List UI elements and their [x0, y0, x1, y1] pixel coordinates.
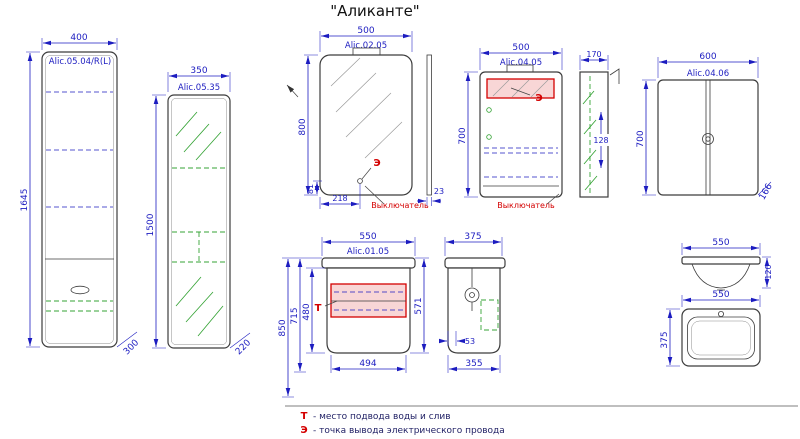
dim-depth: 170: [586, 50, 601, 59]
dim-height: 1500: [146, 213, 156, 236]
dim-height: 1645: [20, 189, 30, 212]
dim-depth: 23: [434, 187, 444, 196]
legend-t-symbol: Т: [301, 411, 308, 422]
dim-depth: 375: [660, 331, 670, 348]
switch-label: Выключатель: [497, 201, 555, 210]
cabinet-outline: [479, 71, 563, 198]
dim-width: 400: [70, 33, 87, 43]
dim-total-height: 850: [278, 319, 288, 336]
dim-switch-height: 81: [306, 184, 315, 194]
wall-bracket: [609, 68, 620, 84]
legend-e-symbol: Э: [300, 425, 307, 436]
dim-width: 550: [712, 290, 729, 300]
leader-arrow: [286, 84, 299, 98]
dim-height: 700: [458, 127, 468, 144]
dim-height: 700: [636, 130, 646, 147]
dim-height: 800: [298, 118, 308, 135]
mirror-outline: [319, 54, 413, 196]
cabinet-outline: [657, 79, 759, 196]
cabinet-outline: [41, 51, 118, 348]
basin-side: [444, 257, 506, 269]
faucet-hole: [718, 310, 725, 317]
article-label: Alic.01.05: [347, 247, 389, 257]
dim-height: 120: [764, 264, 773, 279]
sink-plan-view: 550 375: [660, 290, 761, 367]
dim-switch-offset: 218: [332, 194, 347, 203]
dim-depth: 375: [464, 232, 481, 242]
switch-label: Выключатель: [371, 201, 429, 210]
article-label: Alic.02.05: [345, 41, 387, 51]
article-label: Alic.05.35: [178, 83, 220, 93]
basin-top: [321, 257, 416, 269]
article-label: Alic.05.04/R(L): [49, 57, 111, 67]
dim-shelf: 128: [593, 136, 608, 145]
mirror-side-view: [426, 54, 432, 196]
handle: [702, 133, 714, 145]
sink-front-view: 550 120: [681, 238, 773, 291]
vanity-side-view: 375 53 355: [439, 232, 506, 373]
dim-mid-height: 715: [290, 307, 300, 324]
drain-zone: [480, 299, 499, 331]
legend-e-text: - точка вывода электрического провода: [313, 426, 505, 436]
sink-rim: [681, 256, 761, 265]
tall-cabinet-alic0535: 350 Alic.05.35 1500 220: [146, 66, 253, 357]
mirror-cabinet-alic0405: 500 Alic.04.05 Э 700 170 128 Выключатель: [458, 43, 620, 210]
tall-cabinet-alic0504: 400 Alic.05.04/R(L) 1645 300: [20, 33, 141, 357]
legend-t-text: - место подвода воды и слив: [313, 412, 451, 422]
article-label: Alic.04.05: [500, 58, 542, 68]
dim-width: 550: [359, 232, 376, 242]
dim-width: 350: [190, 66, 207, 76]
mirror-alic0205: 500 Alic.02.05 800 81 218 23 Э Выключате…: [286, 26, 444, 210]
electric-marker: Э: [535, 93, 542, 104]
sink-outline: [681, 308, 761, 367]
water-marker: Т: [315, 303, 322, 314]
dim-right: 571: [414, 297, 424, 314]
dim-offset: 53: [465, 337, 475, 346]
vanity-outline: [326, 267, 411, 354]
switch-point: [357, 178, 363, 184]
handle: [70, 285, 90, 295]
dim-width: 500: [512, 43, 529, 53]
dim-depth: 166: [758, 182, 775, 202]
side-outline: [447, 267, 501, 354]
dim-bottom: 355: [465, 359, 482, 369]
water-zone: [330, 283, 407, 318]
legend: Т - место подвода воды и слив Э - точка …: [285, 405, 798, 436]
electric-marker: Э: [373, 158, 380, 169]
dim-width: 600: [699, 52, 716, 62]
page-title: "Аликанте": [330, 2, 419, 20]
dim-bottom: 494: [359, 359, 376, 369]
vanity-alic0105: 550 Alic.01.05 Т 480 715 850 571 494: [278, 232, 429, 398]
article-label: Alic.04.06: [687, 69, 729, 79]
dim-depth: 300: [122, 338, 141, 357]
dim-box-height: 480: [302, 303, 312, 320]
dim-depth: 220: [234, 338, 253, 357]
cabinet-outline: [167, 94, 231, 349]
dim-width: 550: [712, 238, 729, 248]
cabinet-alic0406: 600 Alic.04.06 700 166: [636, 52, 775, 202]
dim-width: 500: [357, 26, 374, 36]
